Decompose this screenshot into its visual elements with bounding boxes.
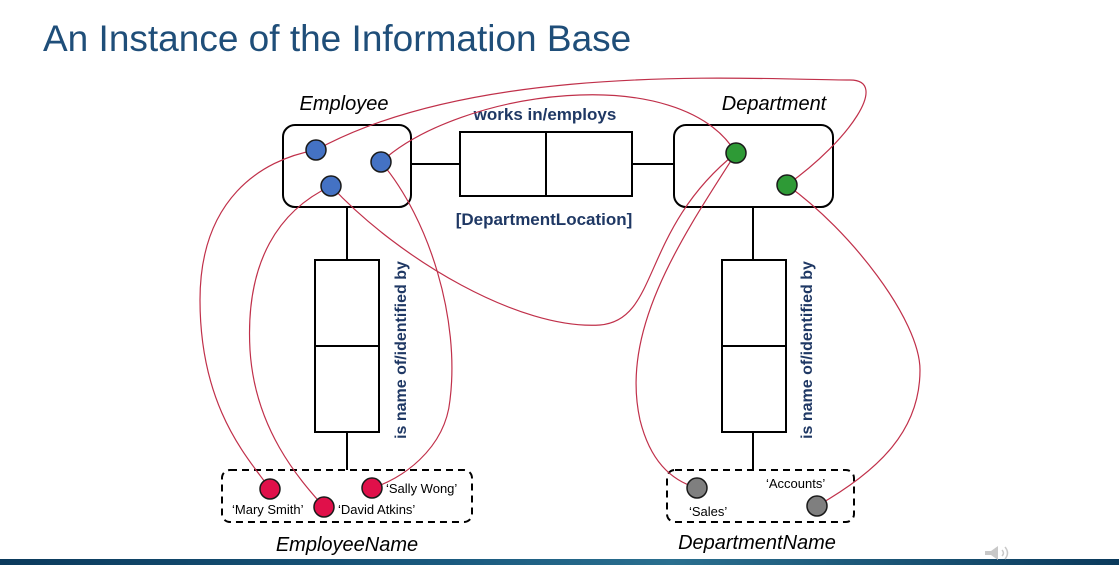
department-name-sales-dot <box>686 477 708 499</box>
department-name-instances <box>686 477 828 517</box>
works-in-label: works in/employs <box>473 105 617 124</box>
department-name-type-label: DepartmentName <box>678 532 836 554</box>
link-employee3-sally <box>371 161 453 489</box>
department-entity-box <box>673 124 834 208</box>
department-instances <box>725 142 798 196</box>
employee-name-mary-dot <box>259 478 281 500</box>
value-sally-wong: ‘Sally Wong’ <box>386 481 457 496</box>
employee-instances <box>305 139 392 197</box>
instance-links <box>199 77 921 508</box>
employee-name-david-dot <box>313 496 335 518</box>
link-department1-sales <box>635 152 737 489</box>
employee-instance-3 <box>370 151 392 173</box>
link-employee1-department2 <box>315 77 867 186</box>
employee-name-type-label: EmployeeName <box>276 534 418 556</box>
speaker-icon[interactable] <box>983 544 1019 562</box>
employee-instance-2 <box>320 175 342 197</box>
department-name-accounts-dot <box>806 495 828 517</box>
employee-name-value-box <box>221 469 473 523</box>
works-in-role-box <box>459 131 633 197</box>
department-name-value-box <box>666 469 855 523</box>
footer-bar <box>0 559 1119 565</box>
value-accounts: ‘Accounts’ <box>766 476 825 491</box>
department-name-relation-label: is name of/identified by <box>799 261 816 439</box>
value-david-atkins: ‘David Atkins’ <box>338 502 415 517</box>
department-instance-2 <box>776 174 798 196</box>
employee-label: Employee <box>300 93 389 115</box>
value-mary-smith: ‘Mary Smith’ <box>232 502 304 517</box>
employee-name-sally-dot <box>361 477 383 499</box>
employee-name-relation-label: is name of/identified by <box>393 261 410 439</box>
employee-name-role-box <box>314 259 380 433</box>
link-employee2-department1 <box>330 152 737 326</box>
slide-title: An Instance of the Information Base <box>43 18 632 59</box>
department-name-role-box <box>721 259 787 433</box>
link-employee3-department1 <box>380 94 737 163</box>
department-label: Department <box>722 93 828 115</box>
employee-entity-box <box>282 124 412 208</box>
employee-instance-1 <box>305 139 327 161</box>
value-sales: ‘Sales’ <box>689 504 727 519</box>
link-employee1-mary <box>199 149 317 490</box>
connector-lines <box>346 163 754 470</box>
link-employee2-david <box>248 185 332 508</box>
link-department2-accounts <box>786 184 921 507</box>
department-location-label: [DepartmentLocation] <box>456 210 633 229</box>
employee-name-instances <box>259 477 383 518</box>
department-instance-1 <box>725 142 747 164</box>
